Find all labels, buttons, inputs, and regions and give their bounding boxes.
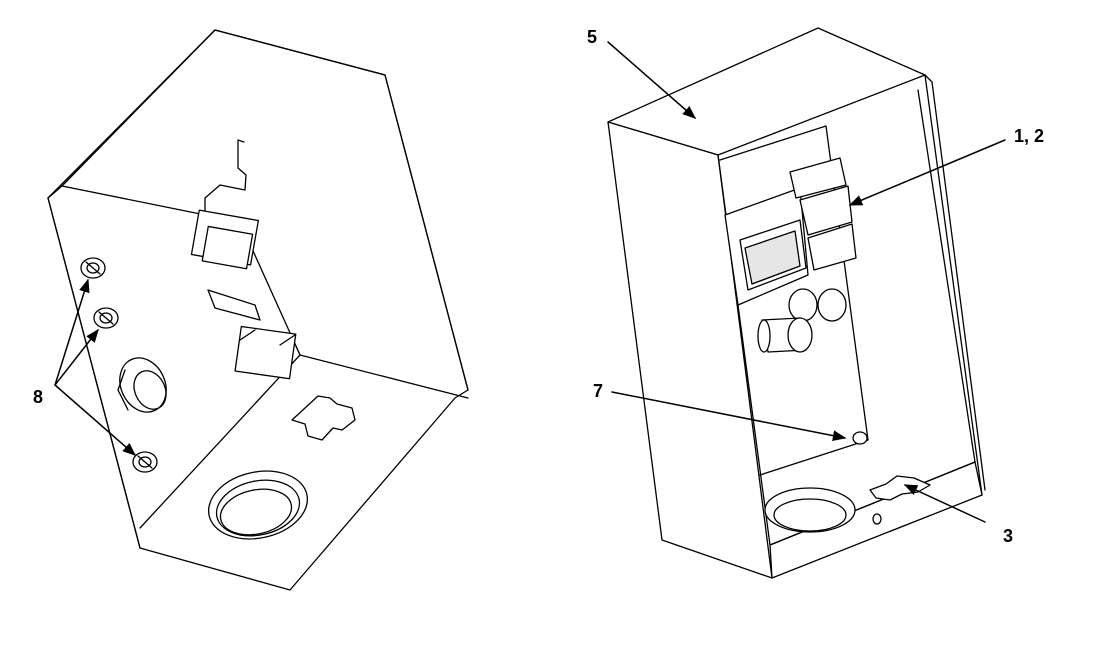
left-box-front-edge [47,197,141,549]
screw-middle [93,307,119,329]
right-box-left-side [607,121,773,579]
callout-8-leaders [54,278,137,456]
right-enclosure-view [607,27,1006,579]
front-screw-hole [872,513,882,525]
left-box-back-panel [214,29,469,391]
callout-label-1-2: 1, 2 [1014,126,1045,146]
left-internal-components [190,139,297,380]
right-knockout [869,475,931,501]
right-bottom-hub [764,487,856,533]
left-enclosure-view [47,29,469,591]
callout-7-leader [611,391,847,441]
callout-label-7: 7 [593,381,604,401]
callout-label-5: 5 [587,27,598,47]
callout-1-2-leader [848,139,1006,206]
callout-label-3: 3 [1003,526,1014,546]
back-plate [719,125,869,476]
right-internal-components [724,157,868,445]
callout-5-leader [607,41,697,119]
right-box-back-edge [917,74,986,491]
right-callout-leaders [607,41,1006,523]
bottom-knockout [291,395,356,441]
side-grommet [117,357,167,413]
screw-bottom [132,451,158,473]
callout-3-leader [903,484,986,523]
screw-top [80,257,106,279]
callout-label-8: 8 [33,387,44,407]
bottom-hub [207,470,309,540]
